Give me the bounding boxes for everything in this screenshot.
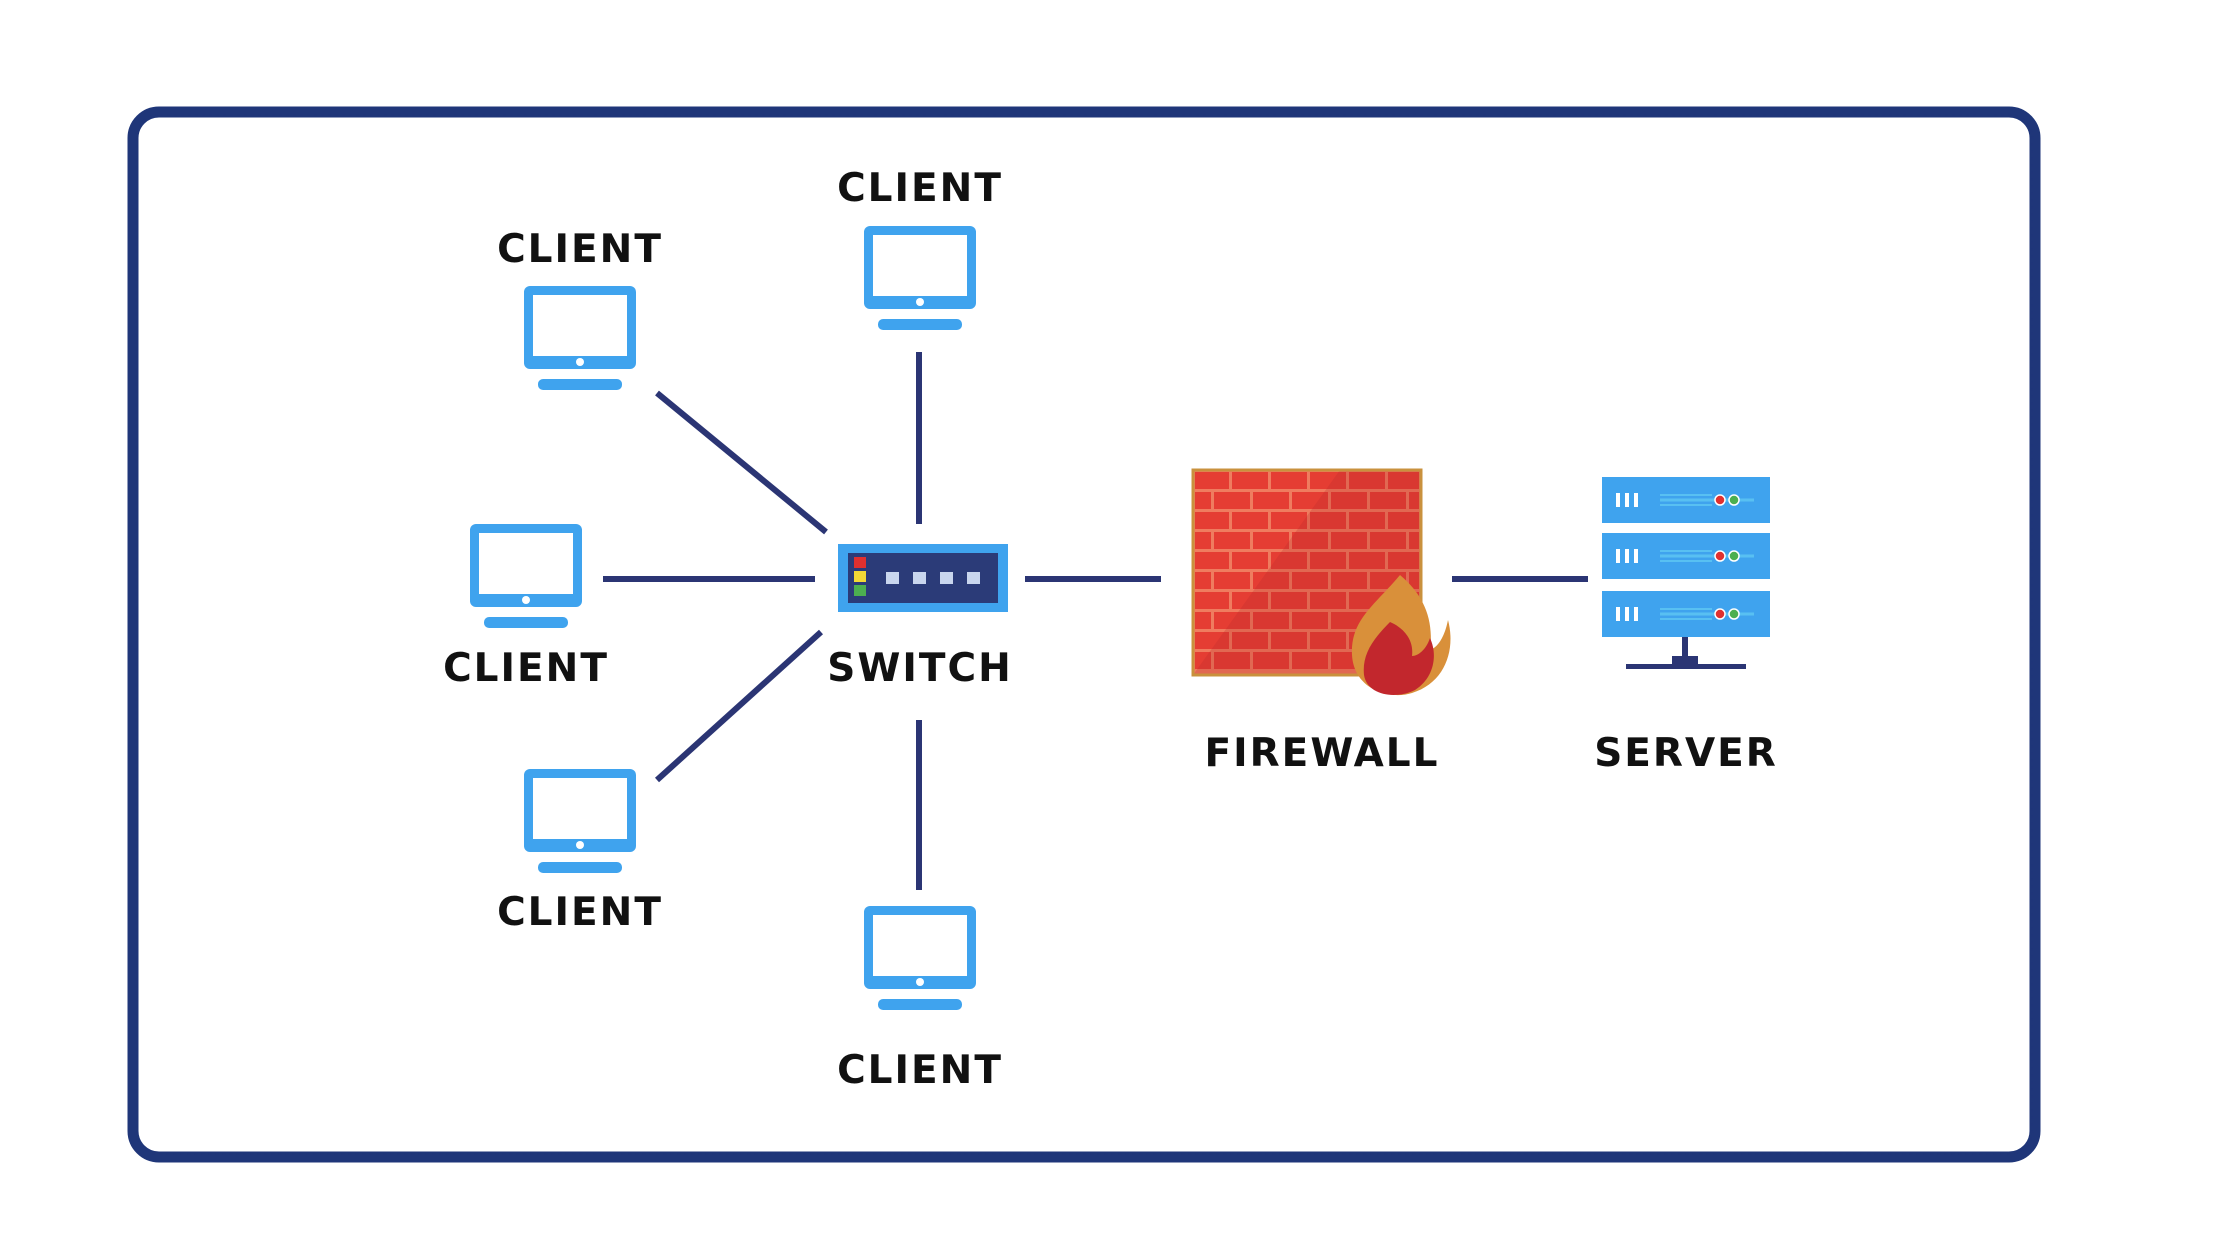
- switch-label: SWITCH: [827, 646, 1012, 691]
- links: [603, 352, 1588, 890]
- brick: [1271, 512, 1307, 529]
- brick: [1271, 632, 1307, 649]
- brick: [1349, 552, 1385, 569]
- brick: [1331, 492, 1367, 509]
- brick: [1409, 532, 1419, 549]
- brick: [1214, 492, 1250, 509]
- monitor-icon: [524, 769, 636, 873]
- brick: [1310, 552, 1346, 569]
- monitor-icon: [864, 906, 976, 1010]
- brick: [1195, 652, 1211, 669]
- network-switch-icon: [838, 544, 1008, 612]
- firewall-node: FIREWALL: [1191, 468, 1451, 776]
- switch-node: SWITCH: [827, 544, 1012, 691]
- brick: [1292, 612, 1328, 629]
- brick: [1292, 652, 1328, 669]
- link-client-bottom-left-switch: [654, 629, 824, 783]
- brick: [1349, 512, 1385, 529]
- brick: [1253, 652, 1289, 669]
- brick: [1409, 572, 1419, 589]
- client-bottom-left: CLIENT: [497, 769, 663, 935]
- server-label: SERVER: [1594, 731, 1778, 776]
- server-rack-icon: [1600, 475, 1772, 669]
- client-bottom-left-label: CLIENT: [497, 890, 663, 935]
- client-top: CLIENT: [837, 166, 1003, 330]
- brick: [1195, 532, 1211, 549]
- brick: [1253, 572, 1289, 589]
- brick: [1253, 492, 1289, 509]
- brick: [1310, 472, 1346, 489]
- brick: [1232, 552, 1268, 569]
- brick: [1232, 592, 1268, 609]
- brick: [1253, 532, 1289, 549]
- firewall-label: FIREWALL: [1205, 731, 1440, 776]
- brick: [1253, 612, 1289, 629]
- brick: [1214, 532, 1250, 549]
- server-node: SERVER: [1594, 475, 1778, 776]
- brick: [1292, 532, 1328, 549]
- brick: [1195, 592, 1229, 609]
- brick: [1195, 492, 1211, 509]
- brick: [1195, 512, 1229, 529]
- brick: [1195, 552, 1229, 569]
- brick: [1271, 592, 1307, 609]
- monitor-icon: [470, 524, 582, 628]
- client-left-label: CLIENT: [443, 646, 609, 691]
- brick: [1310, 512, 1346, 529]
- brick: [1388, 512, 1419, 529]
- brick: [1310, 592, 1346, 609]
- client-top-left-label: CLIENT: [497, 227, 663, 272]
- brick: [1195, 572, 1211, 589]
- brick: [1349, 472, 1385, 489]
- brick: [1331, 612, 1367, 629]
- brick: [1292, 572, 1328, 589]
- firewall-icon: [1191, 468, 1451, 696]
- brick: [1271, 472, 1307, 489]
- monitor-icon: [864, 226, 976, 330]
- brick: [1195, 632, 1229, 649]
- monitor-icon: [524, 286, 636, 390]
- client-bottom-label: CLIENT: [837, 1048, 1003, 1093]
- brick: [1331, 572, 1367, 589]
- brick: [1271, 552, 1307, 569]
- brick: [1409, 492, 1419, 509]
- client-bottom: CLIENT: [837, 906, 1003, 1093]
- brick: [1214, 652, 1250, 669]
- brick: [1232, 632, 1268, 649]
- brick: [1388, 552, 1419, 569]
- diagram-frame: [127, 106, 2041, 1163]
- client-top-left: CLIENT: [497, 227, 663, 390]
- brick: [1195, 612, 1211, 629]
- brick: [1292, 492, 1328, 509]
- link-client-top-left-switch: [655, 390, 828, 535]
- brick: [1388, 472, 1419, 489]
- brick: [1310, 632, 1346, 649]
- client-top-label: CLIENT: [837, 166, 1003, 211]
- brick: [1214, 572, 1250, 589]
- brick: [1195, 472, 1229, 489]
- brick: [1331, 532, 1367, 549]
- client-left: CLIENT: [443, 524, 609, 691]
- brick: [1232, 472, 1268, 489]
- brick: [1232, 512, 1268, 529]
- brick: [1370, 532, 1406, 549]
- brick: [1370, 492, 1406, 509]
- brick: [1214, 612, 1250, 629]
